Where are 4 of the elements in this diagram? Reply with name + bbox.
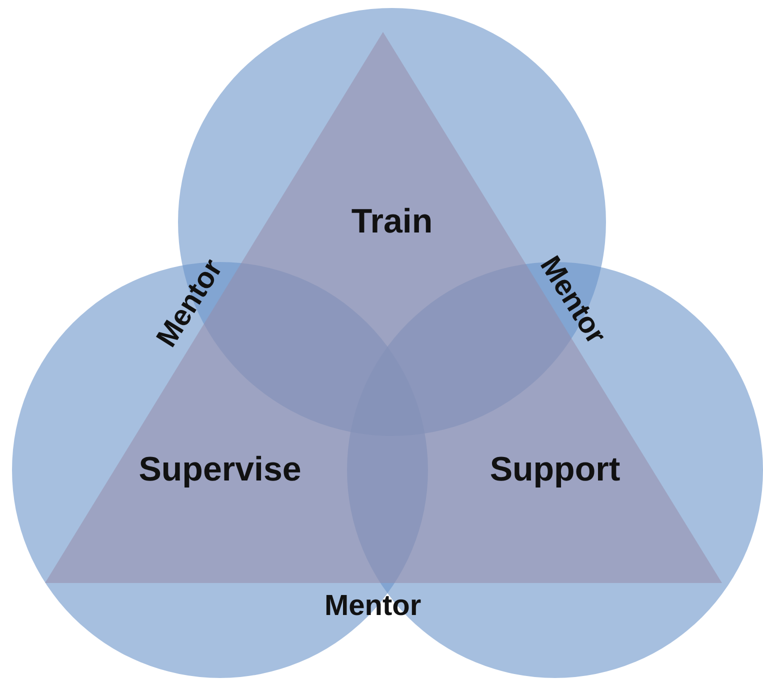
- circle-label: Train: [351, 202, 433, 242]
- circle-label: Supervise: [138, 450, 302, 490]
- circle-label: Support: [490, 450, 620, 490]
- side-label: Mentor: [324, 590, 422, 622]
